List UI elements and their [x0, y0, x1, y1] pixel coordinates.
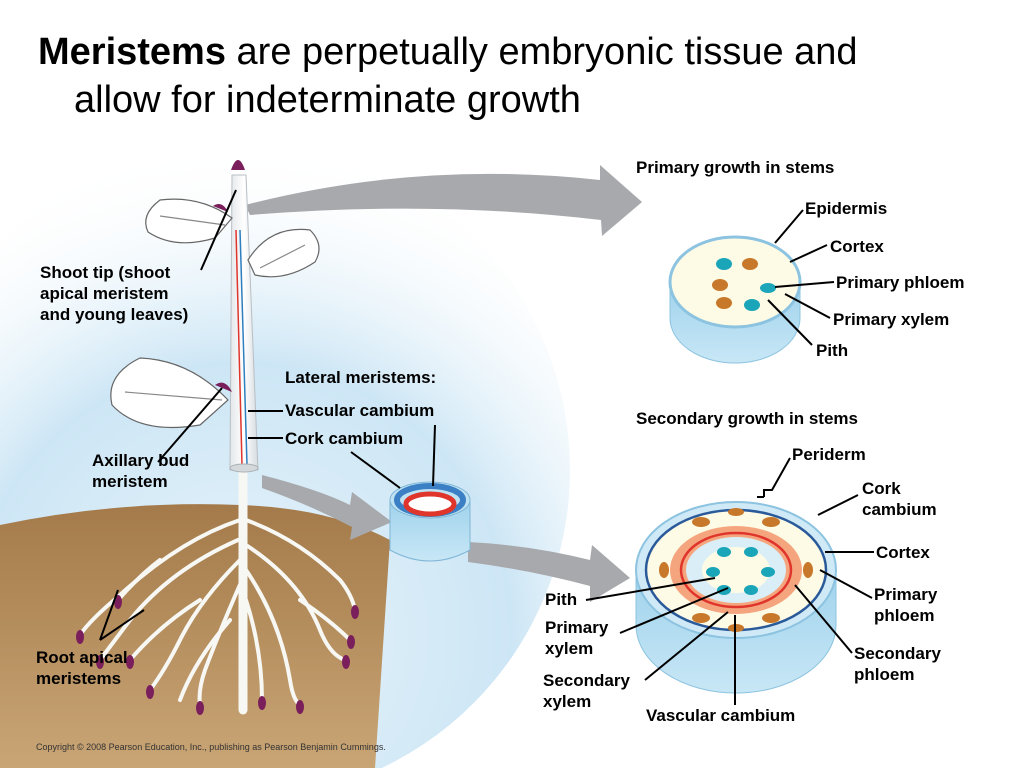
leader-lines [99, 189, 874, 705]
title-lead: Meristems [38, 31, 226, 73]
title-line2: allow for indeterminate growth [74, 79, 581, 121]
axillary-bud-label: Axillary bud meristem [92, 451, 190, 491]
leaves [110, 198, 320, 428]
leaf-upper-left [145, 198, 233, 244]
leaf-lower-left [110, 357, 229, 428]
lateral-meristem-cylinder [389, 481, 471, 562]
root-tips [76, 595, 359, 715]
secondary-xylem-label: Secondary xylem [543, 671, 630, 711]
cortex-label-secondary: Cortex [876, 543, 930, 562]
primary-xylem-label-secondary: Primary xylem [545, 618, 609, 658]
slide-title: Meristems are perpetually embryonic tiss… [38, 28, 998, 124]
cortex-label-primary: Cortex [830, 237, 884, 256]
pith-label-secondary: Pith [545, 590, 578, 609]
secondary-phloem-label: Secondary phloem [854, 644, 941, 684]
arrow-to-lateral [262, 475, 392, 540]
vascular-cambium-label-secondary: Vascular cambium [646, 706, 796, 725]
secondary-growth-heading: Secondary growth in stems [636, 409, 858, 428]
vascular-cambium-label: Vascular cambium [285, 401, 435, 420]
primary-vascular-bundles [712, 258, 776, 311]
root-apical-label: Root apical meristems [36, 648, 128, 688]
pith-label-primary: Pith [816, 341, 849, 360]
cork-cambium-label-secondary: Cork cambium [862, 479, 937, 519]
primary-growth-heading: Primary growth in stems [636, 158, 835, 177]
primary-xylem-label: Primary xylem [833, 310, 950, 329]
flow-arrows [245, 165, 642, 602]
primary-phloem-label: Primary phloem [836, 273, 965, 292]
arrow-to-secondary [468, 542, 630, 602]
lateral-meristems-label: Lateral meristems: [285, 368, 437, 387]
root-system [78, 465, 357, 715]
cork-cambium-label: Cork cambium [285, 429, 404, 448]
title-line1-rest: are perpetually embryonic tissue and [236, 31, 858, 73]
secondary-phloem-patches [659, 508, 813, 632]
shoot-tip-label: Shoot tip (shoot apical meristem and you… [40, 263, 189, 324]
copyright-notice: Copyright © 2008 Pearson Education, Inc.… [36, 742, 386, 752]
plant-stem [213, 160, 259, 473]
primary-stem-section [668, 235, 802, 364]
periderm-label: Periderm [792, 445, 866, 464]
soil [0, 504, 390, 768]
epidermis-label: Epidermis [805, 199, 888, 218]
arrow-to-primary [245, 165, 642, 236]
primary-phloem-label-secondary: Primary phloem [874, 585, 938, 625]
